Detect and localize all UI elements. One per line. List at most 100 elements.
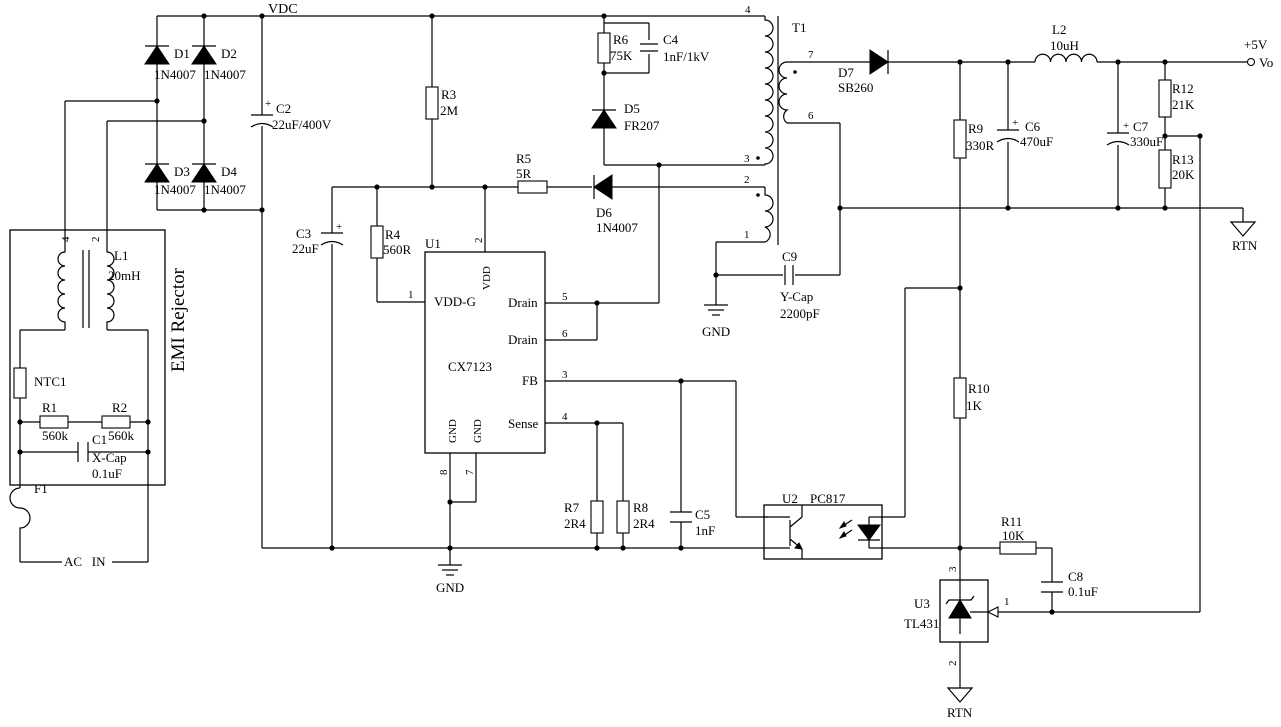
resistor-r13: R13 20K <box>1158 149 1195 189</box>
r2-ref: R2 <box>112 400 127 415</box>
d7-value: SB260 <box>838 80 873 95</box>
c5-ref: C5 <box>695 507 710 522</box>
u1-gnd2-label: GND <box>472 419 484 443</box>
d5-value: FR207 <box>624 118 660 133</box>
resistor-r11: R11 10K <box>999 514 1037 555</box>
rtn-label-bottom: RTN <box>947 705 973 720</box>
resistor-r1: R1 560k <box>39 400 69 443</box>
capacitor-c2: + C2 22uF/400V <box>250 98 332 132</box>
c4-ref: C4 <box>663 32 679 47</box>
u1-fb-label: FB <box>522 373 538 388</box>
d1-ref: D1 <box>174 46 190 61</box>
gnd-symbol-primary: GND <box>436 564 464 595</box>
u1-pin3: 3 <box>562 369 568 381</box>
diode-d3: D3 1N4007 <box>144 163 196 197</box>
resistor-r10: R10 1K <box>953 377 990 419</box>
c6-value: 470uF <box>1020 134 1053 149</box>
ic-u1: U1 CX7123 VDD VDD-G Drain Drain FB Sense… <box>408 236 568 475</box>
r6-value: 75K <box>610 48 633 63</box>
r12-ref: R12 <box>1172 81 1194 96</box>
r13-value: 20K <box>1172 167 1195 182</box>
gnd-symbol-aux: GND <box>702 304 730 339</box>
u1-sense-label: Sense <box>508 416 539 431</box>
capacitor-c4: C4 1nF/1kV <box>640 32 710 64</box>
r12-value: 21K <box>1172 97 1195 112</box>
d5-ref: D5 <box>624 101 640 116</box>
thermistor-ntc1: NTC1 <box>13 367 67 399</box>
c4-value: 1nF/1kV <box>663 49 710 64</box>
emi-title: EMI Rejector <box>168 267 189 372</box>
emi-pin4: 4 <box>60 236 72 242</box>
c9-value2: 2200pF <box>780 306 820 321</box>
l1-value: 20mH <box>108 268 141 283</box>
c6-ref: C6 <box>1025 119 1041 134</box>
l2-value: 10uH <box>1050 38 1079 53</box>
u3-part: TL431 <box>904 616 939 631</box>
d3-ref: D3 <box>174 164 190 179</box>
t1-pin2: 2 <box>744 174 750 186</box>
resistor-r5: R5 5R <box>516 151 548 194</box>
c1-ref: C1 <box>92 432 107 447</box>
r13-ref: R13 <box>1172 152 1194 167</box>
resistor-r6: R6 75K <box>597 32 633 64</box>
vout-name: Vo <box>1259 55 1273 70</box>
r2-value: 560k <box>108 428 135 443</box>
wires <box>19 15 1248 688</box>
rtn-symbol-bottom: RTN <box>946 687 974 720</box>
diode-d7: D7 SB260 <box>838 49 889 95</box>
c1-value2: 0.1uF <box>92 466 122 481</box>
d6-value: 1N4007 <box>596 220 638 235</box>
diode-d6: D6 1N4007 <box>593 174 638 235</box>
capacitor-c7: + C7 330uF <box>1106 119 1163 149</box>
resistor-r8: R8 2R4 <box>616 500 655 534</box>
c9-ref: C9 <box>782 249 797 264</box>
vout-voltage: +5V <box>1244 37 1268 52</box>
r10-value: 1K <box>966 398 983 413</box>
t1-pin7: 7 <box>808 49 814 61</box>
t1-pin1: 1 <box>744 229 750 241</box>
u1-pin8: 8 <box>438 469 450 475</box>
diode-d4: D4 1N4007 <box>191 163 246 197</box>
c2-ref: C2 <box>276 101 291 116</box>
u3-pin1: 1 <box>1004 596 1010 608</box>
t1-pin3: 3 <box>744 153 750 165</box>
r3-value: 2M <box>440 103 459 118</box>
c8-value: 0.1uF <box>1068 584 1098 599</box>
u1-ref: U1 <box>425 236 441 251</box>
optocoupler-u2: U2 PC817 <box>763 491 883 560</box>
d3-value: 1N4007 <box>154 182 196 197</box>
r8-ref: R8 <box>633 500 648 515</box>
r4-ref: R4 <box>385 227 401 242</box>
l1-ref: L1 <box>114 248 128 263</box>
regulator-u3: U3 TL431 3 2 1 <box>904 566 1010 666</box>
d2-value: 1N4007 <box>204 67 246 82</box>
ntc1-ref: NTC1 <box>34 374 67 389</box>
u3-pin2: 2 <box>947 661 959 667</box>
c8-ref: C8 <box>1068 569 1083 584</box>
resistor-r3: R3 2M <box>425 86 459 120</box>
resistor-r2: R2 560k <box>101 400 135 443</box>
capacitor-c1: C1 X-Cap 0.1uF <box>77 432 127 481</box>
d2-ref: D2 <box>221 46 237 61</box>
rtn-symbol-top: RTN <box>1229 221 1258 253</box>
r8-value: 2R4 <box>633 516 655 531</box>
emi-pin2: 2 <box>90 237 102 243</box>
resistor-r7: R7 2R4 <box>564 500 604 534</box>
r5-value: 5R <box>516 166 532 181</box>
c9-value: Y-Cap <box>780 289 813 304</box>
capacitor-c3: + C3 22uF <box>292 221 344 256</box>
capacitor-c5: C5 1nF <box>670 507 715 538</box>
inductor-l1: L1 20mH <box>57 230 141 330</box>
u1-pin2: 2 <box>473 238 485 244</box>
c3-value: 22uF <box>292 241 319 256</box>
u1-vdd-label: VDD <box>481 266 493 290</box>
u1-part: CX7123 <box>448 359 492 374</box>
u2-part: PC817 <box>810 491 846 506</box>
r5-ref: R5 <box>516 151 531 166</box>
r7-value: 2R4 <box>564 516 586 531</box>
l2-ref: L2 <box>1052 22 1066 37</box>
r1-ref: R1 <box>42 400 57 415</box>
diode-d5: D5 FR207 <box>591 101 660 133</box>
r4-value: 560R <box>383 242 412 257</box>
